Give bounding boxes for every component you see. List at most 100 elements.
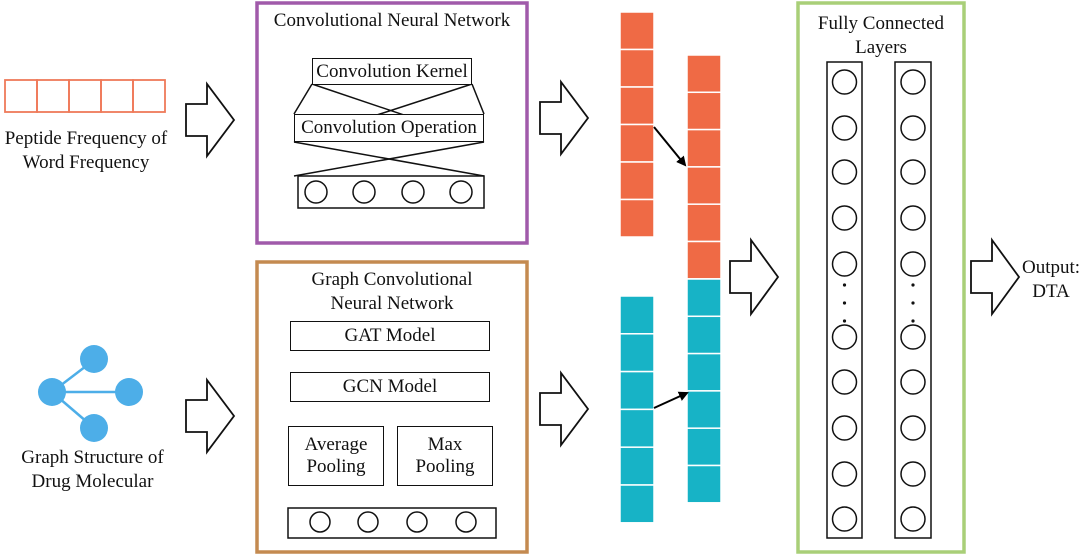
graph-label-line2: Drug Molecular <box>31 471 154 492</box>
block-arrow-icon <box>729 237 780 317</box>
graph-label-line1: Graph Structure of <box>21 447 164 468</box>
protein-feature-cell <box>619 198 655 238</box>
fc-neuron-node <box>831 251 858 277</box>
fc-neuron-node <box>900 506 926 532</box>
ellipsis-dot <box>911 283 915 287</box>
concat-drug-cell <box>686 464 722 504</box>
cnn-box <box>255 1 529 245</box>
ellipsis-dot <box>842 283 847 287</box>
concat-drug-cell <box>686 390 722 429</box>
output-label: Output: DTA <box>1018 256 1084 304</box>
block-arrow-icon <box>185 81 236 159</box>
peptide-label-line2: Word Frequency <box>22 152 150 173</box>
gcnn-title-line2: Neural Network <box>330 293 454 314</box>
concat-protein-cell <box>686 166 722 205</box>
gcnn-title: Graph Convolutional Neural Network <box>259 268 525 316</box>
concat-drug-cell <box>686 352 722 392</box>
max-pooling-line2: Pooling <box>415 456 475 477</box>
graph-input-label: Graph Structure of Drug Molecular <box>0 446 185 494</box>
gcn-model-box: GCN Model <box>290 372 490 402</box>
fc-neuron-node <box>831 324 858 350</box>
cnn-neuron-strip <box>297 175 485 209</box>
average-pooling-line1: Average <box>304 434 368 455</box>
drug-feature-cell <box>619 370 655 411</box>
block-arrow-icon <box>970 237 1021 317</box>
convolution-operation-box: Convolution Operation <box>294 114 484 142</box>
peptide-sequence-icon <box>4 79 166 113</box>
concat-protein-cell <box>686 240 722 280</box>
concat-protein-cell <box>686 91 722 131</box>
fc-neuron-node <box>831 415 858 441</box>
fc-neuron-node <box>900 461 926 487</box>
neuron-node <box>304 180 328 204</box>
ellipsis-dot <box>911 301 915 305</box>
drug-feature-cell <box>619 333 655 373</box>
average-pooling-line2: Pooling <box>306 456 366 477</box>
concat-drug-cell <box>686 278 722 318</box>
concat-protein-cell <box>686 203 722 243</box>
block-arrow-icon <box>539 370 590 448</box>
fc-title-line2: Layers <box>855 37 907 58</box>
peptide-input-label: Peptide Frequency of Word Frequency <box>0 127 172 175</box>
neuron-node <box>449 180 473 204</box>
feature-vectors <box>619 11 722 524</box>
drug-feature-cell <box>619 408 655 448</box>
output-label-line1: Output: <box>1021 257 1081 278</box>
concat-drug-cell <box>686 315 722 355</box>
max-pooling-line1: Max <box>427 434 463 455</box>
drug-feature-cell <box>619 446 655 486</box>
block-arrow-icon <box>539 79 590 157</box>
protein-feature-cell <box>619 161 655 201</box>
fc-neuron-node <box>900 324 926 350</box>
output-label-line2: DTA <box>1032 281 1070 302</box>
peptide-label-line1: Peptide Frequency of <box>4 128 168 149</box>
fc-title-line1: Fully Connected <box>817 13 945 34</box>
fc-neuron-node <box>831 115 858 141</box>
concat-protein-cell <box>686 128 722 168</box>
fc-neuron-node <box>831 205 858 231</box>
fc-neuron-node <box>900 415 926 441</box>
gat-model-box: GAT Model <box>290 321 490 351</box>
fc-neuron-node <box>900 159 926 185</box>
ellipsis-dot <box>911 319 915 323</box>
concat-arrow-drug <box>653 391 689 409</box>
fc-layer-1 <box>826 61 863 539</box>
neuron-node <box>455 511 477 533</box>
convolution-kernel-box: Convolution Kernel <box>312 58 472 85</box>
fc-box <box>796 1 966 554</box>
neuron-node <box>406 511 428 533</box>
ellipsis-dot <box>842 319 847 323</box>
max-pooling-box: Max Pooling <box>397 426 493 486</box>
gcnn-box <box>255 260 529 554</box>
protein-feature-cell <box>619 86 655 126</box>
fc-neuron-node <box>900 369 926 395</box>
neuron-node <box>357 511 379 533</box>
average-pooling-box: Average Pooling <box>288 426 384 486</box>
fc-neuron-node <box>900 251 926 277</box>
concat-drug-cell <box>686 427 722 467</box>
neuron-node <box>401 180 425 204</box>
drug-feature-cell <box>619 484 655 524</box>
protein-feature-cell <box>619 11 655 51</box>
fc-neuron-node <box>831 159 858 185</box>
neuron-node <box>309 511 331 533</box>
molecule-graph-icon <box>38 345 143 442</box>
concat-arrow-protein <box>653 126 687 167</box>
cnn-title: Convolutional Neural Network <box>273 10 511 31</box>
fc-neuron-node <box>831 506 858 532</box>
fc-nodes <box>831 69 926 532</box>
fc-title: Fully Connected Layers <box>800 12 962 60</box>
ellipsis-dot <box>842 301 847 305</box>
fc-neuron-node <box>900 115 926 141</box>
fc-layer-2 <box>894 61 932 539</box>
concat-protein-cell <box>686 54 722 94</box>
block-arrow-icon <box>185 377 236 455</box>
protein-feature-cell <box>619 123 655 163</box>
fc-neuron-node <box>831 69 858 95</box>
neuron-node <box>352 180 376 204</box>
gcnn-title-line1: Graph Convolutional <box>311 269 473 290</box>
fc-neuron-node <box>831 369 858 395</box>
fc-neuron-node <box>900 69 926 95</box>
fc-neuron-node <box>900 205 926 231</box>
